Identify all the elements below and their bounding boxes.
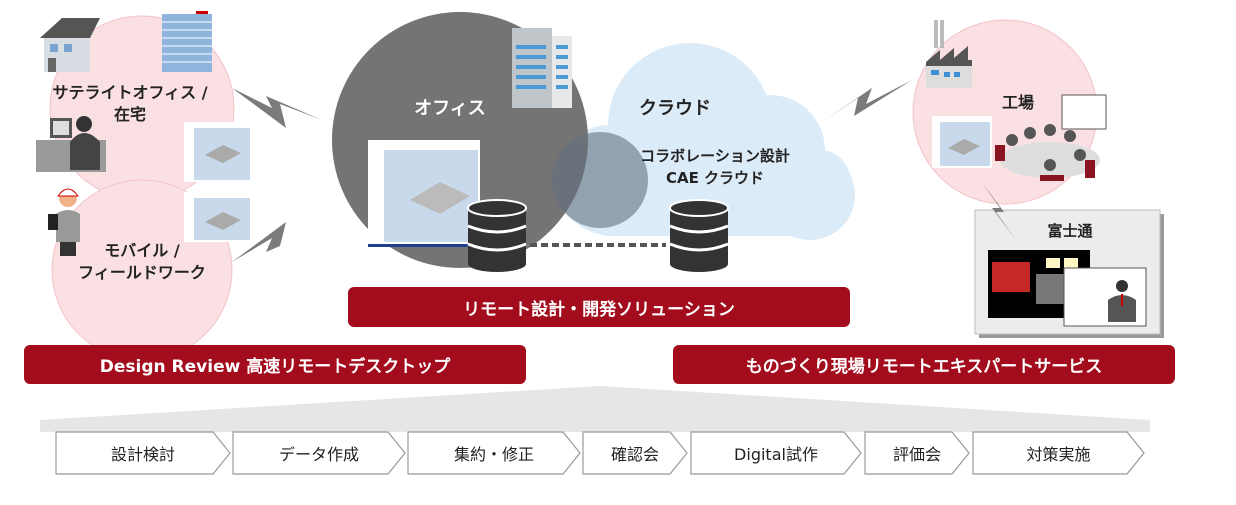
label-factory: 工場 (1001, 93, 1034, 112)
office-database-icon (467, 199, 527, 272)
label-cloud: クラウド (639, 98, 711, 119)
cad-screen-factory (932, 116, 992, 168)
process-step: 評価会 (864, 431, 970, 475)
cloud-shape (555, 43, 855, 240)
process-step-label: 評価会 (892, 445, 941, 464)
process-step: データ作成 (232, 431, 406, 475)
process-step: 集約・修正 (407, 431, 581, 475)
process-step-label: 集約・修正 (453, 445, 534, 464)
expert-service-bar: ものづくり現場リモートエキスパートサービス (673, 345, 1175, 384)
process-step-label: Digital試作 (734, 445, 818, 464)
label-satellite: サテライトオフィス /在宅 (52, 83, 208, 124)
label-fujitsu: 富士通 (1047, 222, 1093, 240)
remote-design-solution-bar: リモート設計・開発ソリューション (348, 287, 850, 327)
office-building-icon (512, 28, 572, 108)
process-step-label: 確認会 (610, 445, 659, 464)
process-fan (40, 386, 1150, 432)
process-step: 対策実施 (972, 431, 1145, 475)
process-step-label: データ作成 (278, 445, 359, 464)
process-step: 設計検討 (55, 431, 231, 475)
process-step: Digital試作 (690, 431, 862, 475)
house-icon (40, 18, 100, 72)
cad-screen-office (368, 140, 480, 247)
cad-screen-mobile (184, 192, 252, 242)
wireless-bolt-icons (232, 80, 1016, 262)
label-mobile: モバイル /フィールドワーク (78, 241, 206, 282)
meeting-icon (995, 94, 1107, 181)
factory-icon (926, 20, 972, 88)
design-review-bar: Design Review 高速リモートデスクトップ (24, 345, 526, 384)
field-worker-icon (48, 188, 80, 256)
desk-worker-icon (36, 116, 106, 172)
remote-screen-icon (988, 250, 1147, 327)
process-step-label: 対策実施 (1026, 445, 1091, 464)
tower-icon (162, 11, 212, 72)
cloud-database-icon (669, 199, 729, 272)
process-step: 確認会 (582, 431, 688, 475)
process-step-label: 設計検討 (110, 445, 175, 464)
label-office: オフィス (414, 98, 486, 119)
cad-screen-satellite (184, 122, 252, 182)
